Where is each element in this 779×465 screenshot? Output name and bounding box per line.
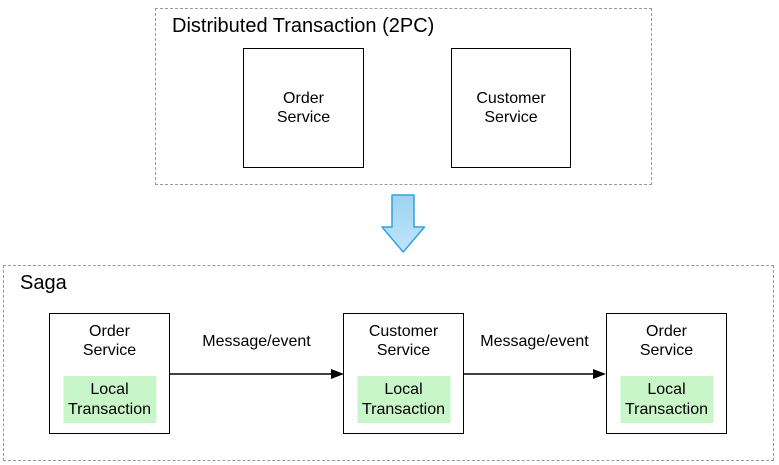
local-transaction-box: Local Transaction [63,376,156,423]
twopc-group-title: Distributed Transaction (2PC) [172,15,435,37]
local-transaction-box: Local Transaction [620,376,713,423]
service-label: Order Service [639,323,694,360]
service-label: Order Service [276,89,331,126]
twopc-customer-service-box: Customer Service [451,48,571,168]
local-transaction-label: Local Transaction [68,381,151,418]
message-event-label: Message/event [202,333,311,350]
message-event-label: Message/event [480,333,589,350]
saga-step-order-service-box: Order Service Local Transaction [606,313,727,434]
down-arrow-icon [381,194,426,253]
local-transaction-label: Local Transaction [362,381,445,418]
twopc-order-service-box: Order Service [243,48,364,168]
down-arrow-shape [381,194,426,253]
twopc-group: Distributed Transaction (2PC) Order Serv… [155,8,652,185]
saga-step-customer-service-box: Customer Service Local Transaction [343,313,464,434]
message-arrow-icon [463,369,606,379]
local-transaction-label: Local Transaction [625,381,708,418]
saga-group: Saga Order Service Local Transaction Mes… [3,265,774,461]
saga-step-order-service-box: Order Service Local Transaction [49,313,170,434]
local-transaction-box: Local Transaction [357,376,450,423]
service-label: Order Service [82,323,137,360]
saga-group-title: Saga [20,272,67,294]
service-label: Customer Service [368,323,439,360]
service-label: Customer Service [476,89,546,126]
message-arrow-icon [169,369,344,379]
